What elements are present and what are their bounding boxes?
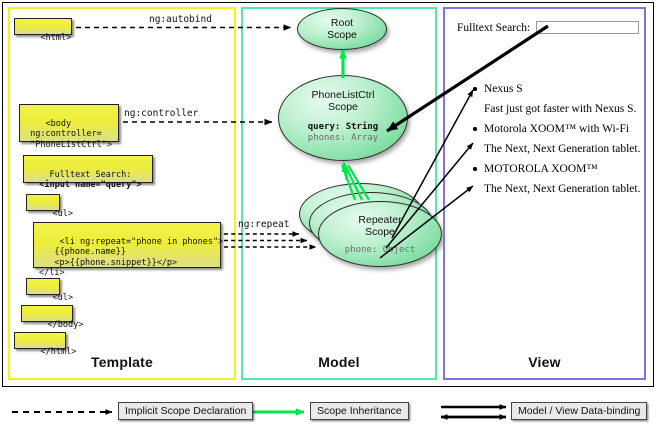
legend-label: Model / View Data-binding <box>511 402 648 420</box>
scope-root: Root Scope <box>297 8 387 50</box>
connector-label-repeat: ng:repeat <box>238 219 290 230</box>
arrow-inheritance-repeater-3 <box>347 164 370 201</box>
panel-model-label: Model <box>318 354 360 370</box>
phone-snippet: The Next, Next Generation tablet. <box>484 183 641 195</box>
arrow-databinding-query <box>386 24 549 133</box>
list-item: MOTOROLA XOOM™ The Next, Next Generation… <box>471 161 643 197</box>
panel-view-label: View <box>528 354 561 370</box>
scope-prop-query: query: String <box>307 122 379 132</box>
code-box-ul-close: <ul> <box>26 278 73 303</box>
legend-item-model-view-data-binding: Model / View Data-binding <box>511 402 648 420</box>
phone-name: Nexus S <box>471 81 643 97</box>
phone-snippet: Fast just got faster with Nexus S. <box>484 103 637 115</box>
view-search-input[interactable] <box>536 21 640 34</box>
list-item: Motorola XOOM™ with Wi-Fi The Next, Next… <box>471 121 643 157</box>
scope-repeater: Repeater Scope phone: Object <box>318 201 442 267</box>
arrow-databinding-phone-3 <box>379 185 474 259</box>
code-box-li-repeat: <li ng:repeat="phone in phones"> {{phone… <box>33 222 223 278</box>
panel-view: Fulltext Search: Nexus S Fast just got f… <box>443 7 646 380</box>
legend-item-implicit-scope-declaration: Implicit Scope Declaration <box>118 402 254 420</box>
legend-label: Scope Inheritance <box>310 402 409 420</box>
list-item: Nexus S Fast just got faster with Nexus … <box>471 81 643 117</box>
view-phone-list: Nexus S Fast just got faster with Nexus … <box>471 81 643 201</box>
connector-label-controller: ng:controller <box>124 108 199 119</box>
arrow-inheritance-repeater-head <box>341 162 350 181</box>
legend-item-scope-inheritance: Scope Inheritance <box>310 402 409 420</box>
connector-label-autobind: ng:autobind <box>149 14 212 25</box>
code-box-body-open: <body ng:controller= "PhoneListCtrl"> <box>19 104 119 150</box>
phone-name: MOTOROLA XOOM™ <box>471 161 643 177</box>
view-search-row: Fulltext Search: <box>457 21 640 34</box>
view-search-label: Fulltext Search: <box>457 21 531 34</box>
code-box-html-close: </html> <box>14 332 76 357</box>
code-box-fulltext-search: Fulltext Search: <input name="query"> <box>23 155 153 190</box>
phone-snippet: The Next, Next Generation tablet. <box>484 143 641 155</box>
code-box-html-open: <html> <box>14 18 72 43</box>
legend-label: Implicit Scope Declaration <box>118 402 254 420</box>
legend: Implicit Scope Declaration Scope Inherit… <box>0 393 660 435</box>
code-box-body-close: </body> <box>21 305 83 330</box>
arrow-databinding-phone-1 <box>391 89 474 239</box>
phone-name: Motorola XOOM™ with Wi-Fi <box>471 121 643 137</box>
scope-prop-phone: phone: Object <box>344 245 416 255</box>
code-box-ul-open: <ul> <box>26 194 73 219</box>
arrow-databinding-phone-2 <box>385 142 474 249</box>
scope-phonelistctrl: PhoneListCtrl Scope query: String phones… <box>278 75 408 161</box>
panel-template-label: Template <box>90 354 154 370</box>
scope-prop-phones: phones: Array <box>307 133 379 143</box>
